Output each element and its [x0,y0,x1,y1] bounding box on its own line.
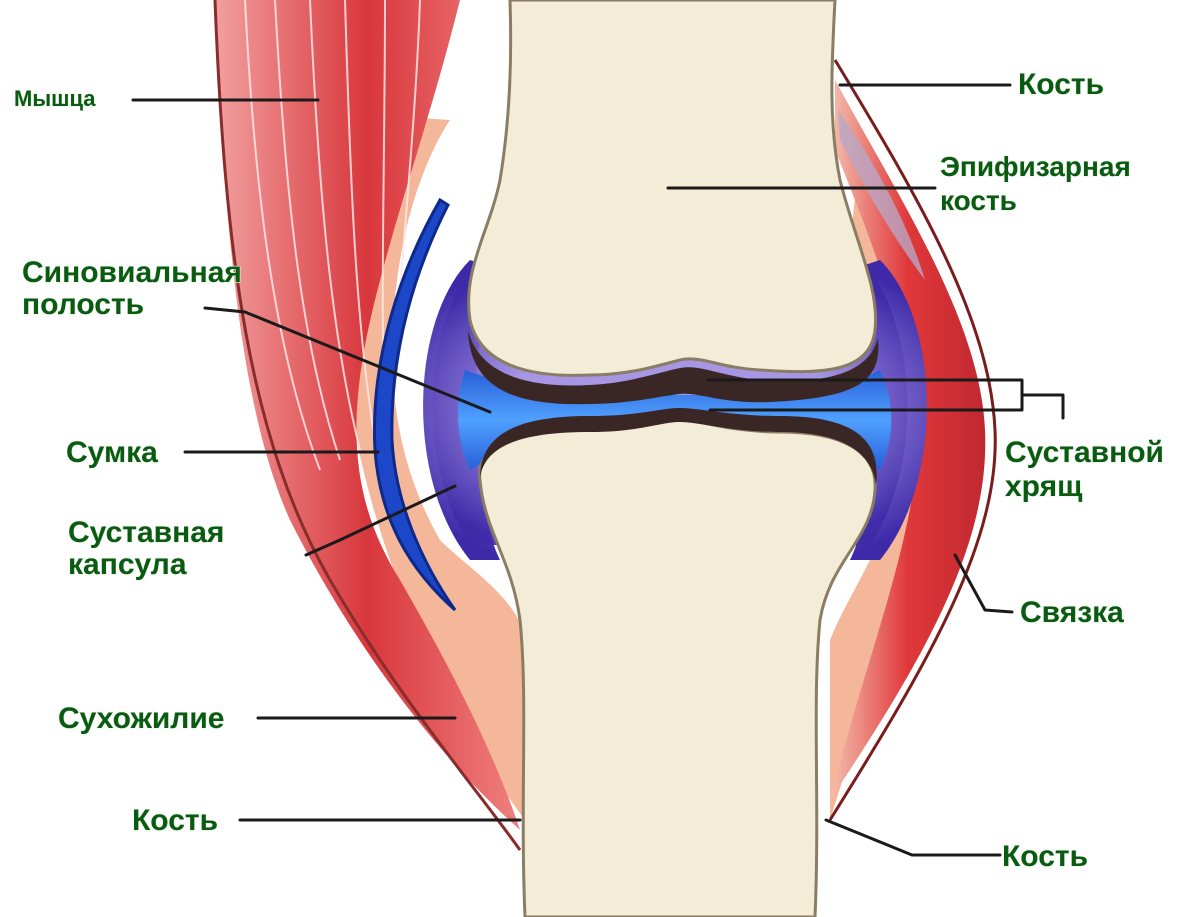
label-capsule-line1: Суставная [68,516,224,549]
label-cartilage-line1: Суставной [1005,436,1164,469]
label-cartilage-line2: хрящ [1005,470,1083,503]
label-synovial-line2: полость [22,288,144,321]
label-epiphyseal-line1: Эпифизарная [940,151,1131,182]
leader-bone-right [826,820,1000,855]
label-capsule-line2: капсула [68,548,187,581]
label-synovial-line1: Синовиальная [22,256,242,289]
label-tendon: Сухожилие [58,702,224,735]
label-bursa: Сумка [66,436,158,469]
label-epiphyseal-line2: кость [940,185,1017,216]
label-bone-top: Кость [1018,68,1104,101]
leader-cartilage-bracket [1022,395,1063,418]
label-ligament: Связка [1020,596,1124,629]
label-bone-left: Кость [132,804,218,837]
label-muscle: Мышца [14,86,96,111]
lower-bone [480,420,876,917]
leader-ligament [955,555,1012,612]
label-bone-right: Кость [1002,840,1088,873]
